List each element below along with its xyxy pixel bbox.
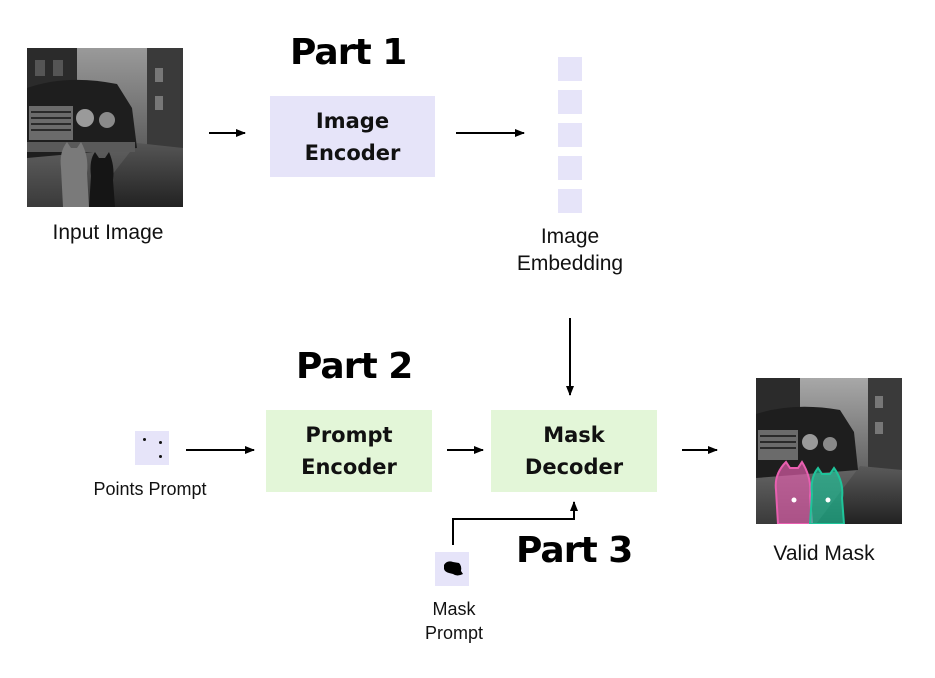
- part-3-title: Part 3: [516, 530, 633, 571]
- part-1-title: Part 1: [290, 32, 407, 73]
- points-prompt-icon: [135, 431, 169, 465]
- embedding-cell: [558, 156, 582, 180]
- mask-prompt-label-line-2: Prompt: [424, 623, 484, 643]
- point-dot: [159, 441, 162, 444]
- valid-mask-label: Valid Mask: [773, 542, 875, 565]
- embedding-cell: [558, 189, 582, 213]
- embedding-cell: [558, 123, 582, 147]
- input-image: [27, 48, 183, 207]
- mask-prompt-label: Mask Prompt: [404, 597, 504, 645]
- mask-decoder-line-1: Mask: [543, 423, 605, 447]
- mask-prompt-icon: [435, 552, 469, 586]
- prompt-encoder-line-1: Prompt: [305, 423, 393, 447]
- image-embedding-label-line-1: Image: [540, 225, 600, 248]
- image-embedding-label: Image Embedding: [500, 223, 640, 277]
- mask-decoder-line-2: Decoder: [524, 455, 624, 479]
- image-encoder-line-1: Image: [315, 108, 390, 133]
- arrow-mask-prompt-to-decoder: [452, 501, 578, 545]
- input-image-label: Input Image: [52, 221, 164, 244]
- prompt-encoder-line-2: Encoder: [301, 455, 397, 479]
- image-encoder-line-2: Encoder: [304, 140, 401, 165]
- part-2-title: Part 2: [296, 346, 413, 387]
- point-dot: [159, 455, 162, 458]
- point-dot: [143, 438, 146, 441]
- image-embedding-label-line-2: Embedding: [516, 252, 624, 275]
- valid-mask-image: [756, 378, 902, 525]
- mask-decoder-box: Mask Decoder: [491, 410, 657, 492]
- points-prompt-label: Points Prompt: [93, 479, 207, 499]
- mask-prompt-label-line-1: Mask: [432, 599, 476, 619]
- embedding-cell: [558, 90, 582, 114]
- image-encoder-box: Image Encoder: [270, 96, 435, 177]
- prompt-encoder-box: Prompt Encoder: [266, 410, 432, 492]
- embedding-cell: [558, 57, 582, 81]
